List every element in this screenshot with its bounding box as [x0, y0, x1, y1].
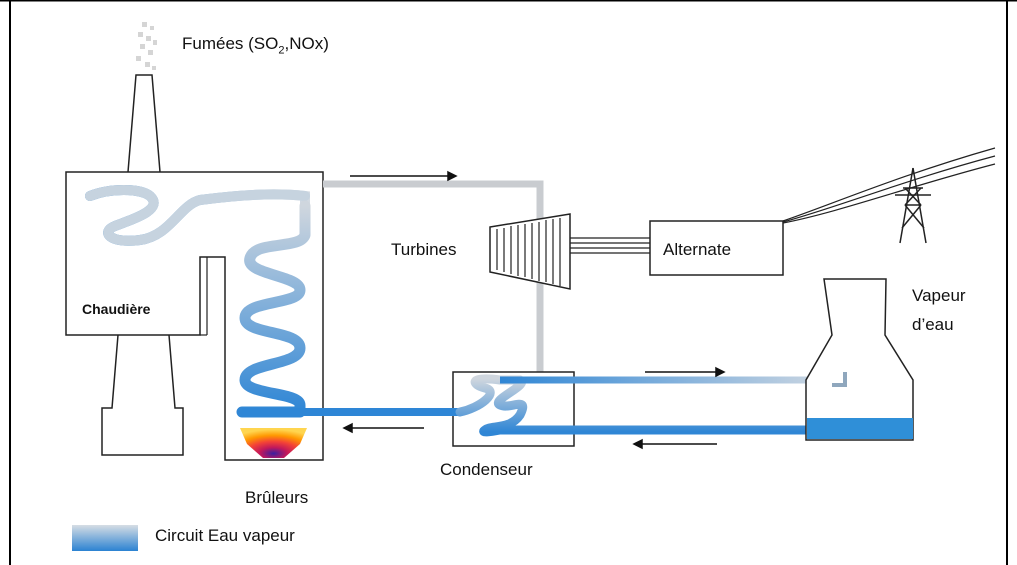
power-lines	[782, 147, 996, 224]
steam-pipe	[323, 180, 544, 380]
cooling-tower	[805, 278, 914, 441]
legend-label: Circuit Eau vapeur	[155, 526, 295, 545]
cooling-tower-inlet	[832, 372, 847, 387]
label-alternate: Alternate	[663, 240, 732, 259]
smoke-icon	[136, 22, 157, 70]
label-fumees: Fumées (SO2,NOx)	[182, 34, 329, 56]
pylon-icon	[895, 167, 931, 244]
burner-flame-icon	[240, 428, 307, 458]
label-turbines: Turbines	[391, 240, 457, 259]
flow-arrow-right-cooling	[645, 366, 726, 378]
label-vapeur-line1: Vapeur	[912, 286, 966, 305]
condenser-serpentine	[455, 374, 813, 437]
boiler-outline	[65, 171, 324, 461]
label-bruleurs: Brûleurs	[245, 488, 309, 507]
chimney	[127, 74, 161, 173]
flow-arrow-left-cooling	[632, 438, 717, 450]
boiler-base	[101, 334, 184, 456]
flow-arrow-right-top	[350, 170, 458, 182]
cooling-tower-water	[807, 418, 913, 439]
boiler-serpentine-right	[236, 200, 311, 418]
fumees-suffix: ,NOx)	[284, 34, 329, 53]
label-vapeur-line2: d’eau	[912, 315, 954, 334]
flow-arrow-left-return	[342, 422, 424, 434]
alternator-box	[649, 220, 784, 276]
legend-swatch	[72, 525, 138, 551]
label-chaudiere: Chaudière	[82, 301, 151, 317]
label-condenseur: Condenseur	[440, 460, 533, 479]
turbine-icon	[489, 213, 571, 290]
turbine-shaft	[570, 237, 650, 254]
fumees-subscript: 2	[278, 44, 285, 57]
fumees-prefix: Fumées (SO	[182, 34, 279, 53]
